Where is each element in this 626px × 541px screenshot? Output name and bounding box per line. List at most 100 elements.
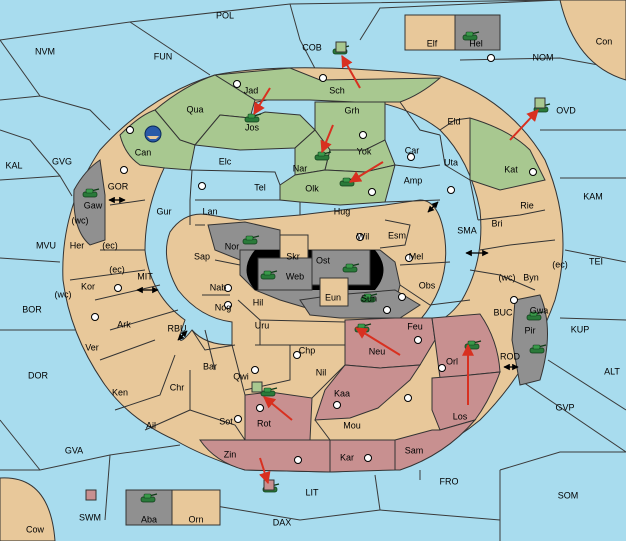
label-ovd: OVD xyxy=(556,105,576,115)
label-skr: Skr xyxy=(286,251,300,261)
label-elc: Elc xyxy=(219,156,232,166)
label-hug: Hug xyxy=(334,206,351,216)
label-sam: Sam xyxy=(405,445,424,455)
label-sap: Sap xyxy=(194,251,210,261)
fleet-unit[interactable] xyxy=(144,125,162,143)
label-jad: Jad xyxy=(244,85,259,95)
label-uru: Uru xyxy=(255,320,270,330)
label-ver: Ver xyxy=(85,342,99,352)
label-ost: Ost xyxy=(316,255,331,265)
land-borders xyxy=(69,101,556,441)
label-sun: Sun xyxy=(361,293,377,303)
label-obs: Obs xyxy=(419,280,436,290)
label-alt: ALT xyxy=(604,366,620,376)
label-dax: DAX xyxy=(273,517,292,527)
label-car: Car xyxy=(405,145,420,155)
label-fro: FRO xyxy=(440,476,459,486)
label-nar: Nar xyxy=(293,163,308,173)
label-gur: Gur xyxy=(156,206,171,216)
label-kar: Kar xyxy=(340,452,354,462)
label-olk: Olk xyxy=(305,183,319,193)
label-lit: LIT xyxy=(305,487,319,497)
label-amp: Amp xyxy=(404,175,423,185)
label-rod: ROD xyxy=(500,351,521,361)
label-wil: Wil xyxy=(357,231,370,241)
label-ec-3: (ec) xyxy=(109,264,125,274)
label-som: SOM xyxy=(558,490,579,500)
label-rie: Rie xyxy=(520,200,534,210)
label-nog: Nog xyxy=(215,302,232,312)
label-sch: Sch xyxy=(329,85,345,95)
label-chp: Chp xyxy=(299,345,316,355)
label-bar: Bar xyxy=(203,361,217,371)
label-mel: Mel xyxy=(409,251,424,261)
label-lan: Lan xyxy=(202,206,217,216)
label-her: Her xyxy=(70,240,85,250)
label-neu: Neu xyxy=(369,346,386,356)
label-ark: Ark xyxy=(117,319,131,329)
label-qwi: Qwi xyxy=(233,371,249,381)
red-territories xyxy=(199,313,501,473)
label-web: Web xyxy=(286,271,304,281)
label-feu: Feu xyxy=(407,321,423,331)
label-uta: Uta xyxy=(444,157,458,167)
unit-boxes xyxy=(85,41,546,501)
label-cow: Cow xyxy=(26,524,45,534)
label-mit: MIT xyxy=(137,271,153,281)
label-bor: BOR xyxy=(22,304,42,314)
label-kal: KAL xyxy=(5,160,22,170)
label-kat: Kat xyxy=(504,164,518,174)
label-jos: Jos xyxy=(245,122,260,132)
label-yok: Yok xyxy=(357,146,372,156)
label-eld: Eld xyxy=(447,116,460,126)
label-wc-2: (wc) xyxy=(499,272,516,282)
label-nvm: NVM xyxy=(35,46,55,56)
label-pol: POL xyxy=(216,10,234,20)
label-elf: Elf xyxy=(427,38,438,48)
label-tei: TEI xyxy=(589,256,603,266)
label-nor: Nor xyxy=(225,241,240,251)
label-gvg: GVG xyxy=(52,156,72,166)
label-ail: Ail xyxy=(146,420,156,430)
label-gvp: GVP xyxy=(555,402,574,412)
label-wc-3: (wc) xyxy=(55,289,72,299)
label-hel: Hel xyxy=(469,38,483,48)
label-sot: Sot xyxy=(219,416,233,426)
label-con: Con xyxy=(596,36,613,46)
label-swm: SWM xyxy=(79,512,101,522)
label-mou: Mou xyxy=(343,420,361,430)
supply-centers xyxy=(91,54,537,464)
label-dor: DOR xyxy=(28,370,49,380)
label-aba: Aba xyxy=(141,514,157,524)
label-wc-1: (wc) xyxy=(72,215,89,225)
label-bri: Bri xyxy=(492,218,503,228)
label-nil: Nil xyxy=(316,367,327,377)
canal-arrows xyxy=(108,196,519,371)
label-orn: Orn xyxy=(188,514,203,524)
label-cob: COB xyxy=(302,42,322,52)
label-orl: Orl xyxy=(446,356,458,366)
label-nab: Nab xyxy=(210,282,227,292)
label-rot: Rot xyxy=(257,418,272,428)
label-los: Los xyxy=(453,411,468,421)
label-mvu: MVU xyxy=(36,240,56,250)
label-gwa: Gwa xyxy=(530,305,549,315)
label-zin: Zin xyxy=(224,449,237,459)
label-ken: Ken xyxy=(112,387,128,397)
label-byn: Byn xyxy=(523,272,539,282)
label-esm: Esm xyxy=(388,230,406,240)
label-eun: Eun xyxy=(325,292,341,302)
label-tel: Tel xyxy=(254,182,266,192)
label-kam: KAM xyxy=(583,191,603,201)
label-rbu: RBU xyxy=(167,323,186,333)
label-grh: Grh xyxy=(344,105,359,115)
label-kor: Kor xyxy=(81,281,95,291)
label-hil: Hil xyxy=(253,297,264,307)
label-ec-1: (ec) xyxy=(102,240,118,250)
label-kaa: Kaa xyxy=(334,388,350,398)
label-gaw: Gaw xyxy=(84,200,103,210)
center-cells xyxy=(257,234,371,307)
move-arrows xyxy=(253,54,539,485)
